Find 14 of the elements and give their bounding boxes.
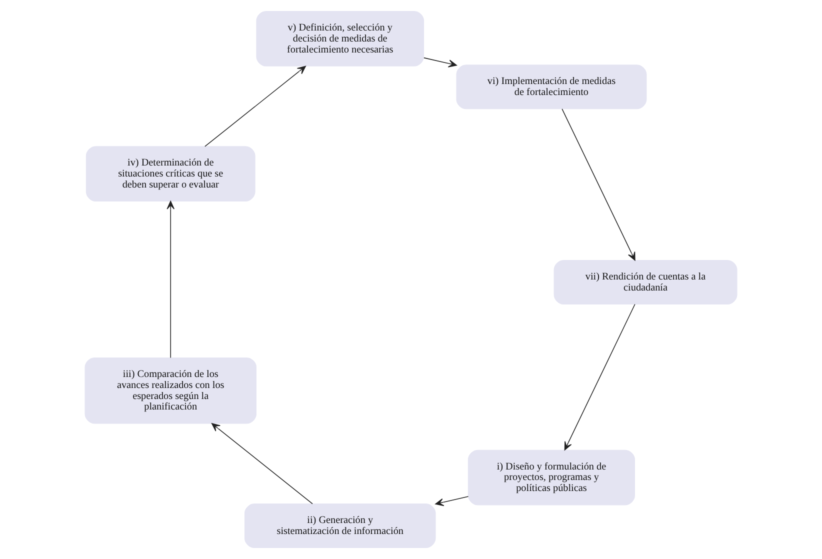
node-box: iii) Comparación de los avances realizados con los esperados según la planificación xyxy=(84,357,256,424)
arrow xyxy=(562,108,636,261)
node-box: ii) Generación y sistematización de información xyxy=(244,504,436,548)
arrow xyxy=(204,66,306,147)
arrow xyxy=(435,496,469,506)
arrow xyxy=(211,423,313,504)
arrow xyxy=(424,57,457,68)
node-box: vi) Implementación de medidas de fortalecimiento xyxy=(456,64,647,110)
node-box: vii) Rendición de cuentas a la ciudadanía xyxy=(554,260,738,304)
arrow xyxy=(564,304,636,450)
node-box: iv) Determinación de situaciones críticas que se deben superar o evaluar xyxy=(86,146,256,202)
node-box: v) Definición, selección y decisión de medidas de fortalecimiento necesarias xyxy=(256,10,424,66)
arrow xyxy=(166,200,175,358)
node-box: i) Diseño y formulación de proyectos, programas y políticas públicas xyxy=(468,450,635,506)
